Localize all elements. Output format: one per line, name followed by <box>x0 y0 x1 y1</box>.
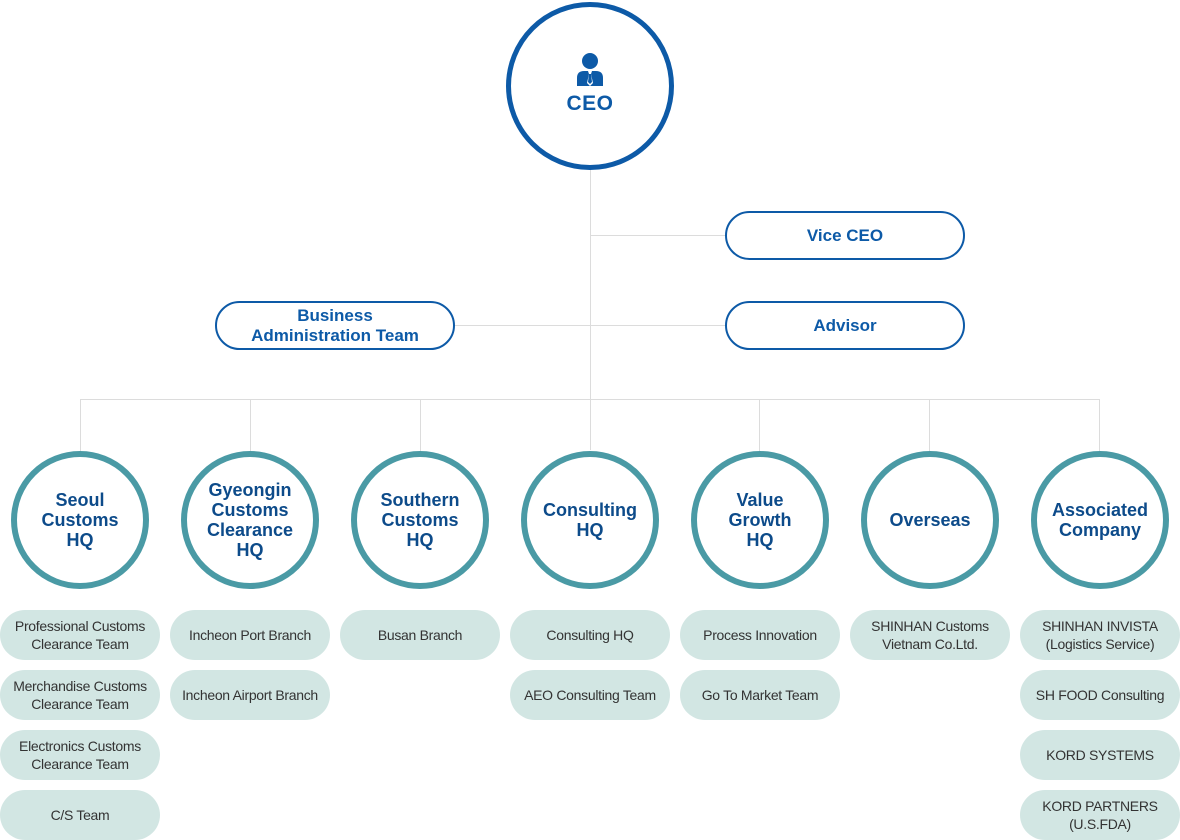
team-item: Process Innovation <box>680 610 840 660</box>
ceo-trunk-line <box>590 165 591 450</box>
hq-drop-line <box>420 399 421 451</box>
team-item: Consulting HQ <box>510 610 670 660</box>
team-item: C/S Team <box>0 790 160 840</box>
advisor-node: Advisor <box>725 301 965 350</box>
hq-overseas: Overseas <box>861 451 999 589</box>
ceo-node: CEO <box>506 2 674 170</box>
hq-seoul-customs: Seoul Customs HQ <box>11 451 149 589</box>
team-item: Professional Customs Clearance Team <box>0 610 160 660</box>
hq-value-growth: Value Growth HQ <box>691 451 829 589</box>
hq-gyeongin-customs: Gyeongin Customs Clearance HQ <box>181 451 319 589</box>
hq-drop-line <box>759 399 760 451</box>
vice-ceo-connector <box>590 235 725 236</box>
team-item: KORD PARTNERS (U.S.FDA) <box>1020 790 1180 840</box>
hq-bus-line <box>80 399 1100 400</box>
team-item: SH FOOD Consulting <box>1020 670 1180 720</box>
team-item: Incheon Port Branch <box>170 610 330 660</box>
team-item: Incheon Airport Branch <box>170 670 330 720</box>
business-admin-node: Business Administration Team <box>215 301 455 350</box>
team-item: Busan Branch <box>340 610 500 660</box>
ceo-label: CEO <box>566 92 614 115</box>
team-item: SHINHAN Customs Vietnam Co.Ltd. <box>850 610 1010 660</box>
team-item: AEO Consulting Team <box>510 670 670 720</box>
hq-drop-line <box>250 399 251 451</box>
team-item: SHINHAN INVISTA (Logistics Service) <box>1020 610 1180 660</box>
team-item: Go To Market Team <box>680 670 840 720</box>
hq-consulting: Consulting HQ <box>521 451 659 589</box>
team-item: Electronics Customs Clearance Team <box>0 730 160 780</box>
hq-southern-customs: Southern Customs HQ <box>351 451 489 589</box>
hq-associated-company: Associated Company <box>1031 451 1169 589</box>
hq-drop-line <box>80 399 81 451</box>
vice-ceo-node: Vice CEO <box>725 211 965 260</box>
hq-drop-line <box>929 399 930 451</box>
hq-drop-line <box>1099 399 1100 451</box>
person-icon <box>577 53 603 86</box>
team-item: KORD SYSTEMS <box>1020 730 1180 780</box>
advisor-admin-connector <box>455 325 725 326</box>
team-item: Merchandise Customs Clearance Team <box>0 670 160 720</box>
